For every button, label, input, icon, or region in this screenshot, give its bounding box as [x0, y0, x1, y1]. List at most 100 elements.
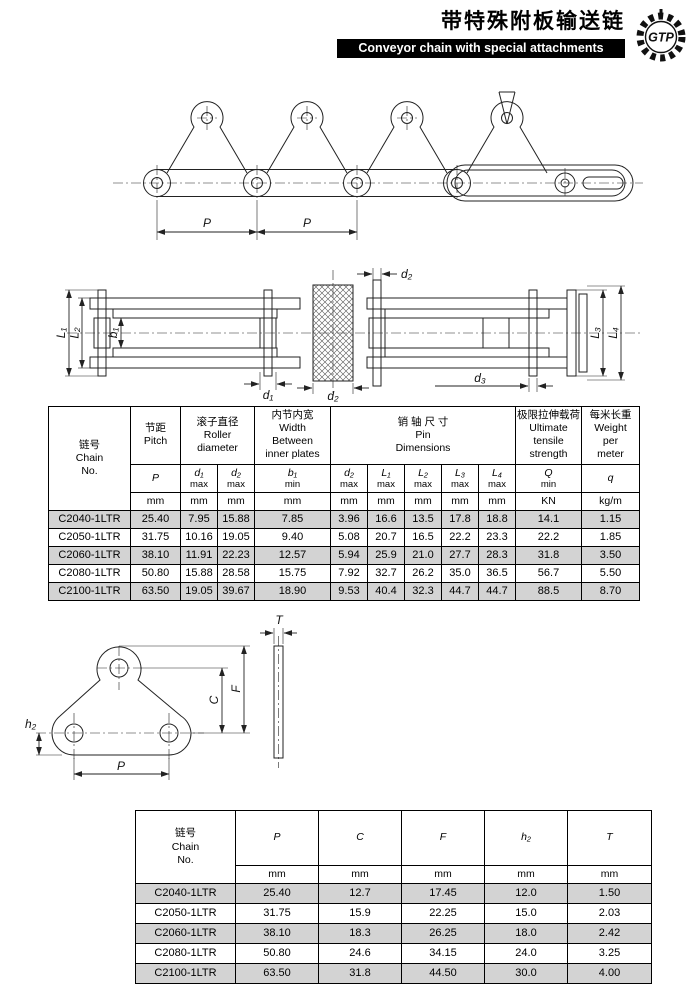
value-cell: 27.7 [441, 546, 479, 566]
value-cell: 17.8 [441, 510, 479, 530]
value-cell: 7.92 [330, 564, 368, 584]
value-cell: 19.05 [180, 582, 218, 602]
chain-no-cell: C2100-1LTR [48, 582, 131, 602]
value-cell: 30.0 [484, 963, 568, 985]
value-cell: 44.50 [401, 963, 485, 985]
gear-teeth-icon [636, 12, 686, 62]
value-cell: 14.1 [515, 510, 582, 530]
chain-no-cell: C2050-1LTR [48, 528, 131, 548]
value-cell: 88.5 [515, 582, 582, 602]
unit-cell: mm [441, 492, 479, 512]
chain-no-cell: C2080-1LTR [135, 943, 236, 965]
value-cell: 16.6 [367, 510, 405, 530]
value-cell: 35.0 [441, 564, 479, 584]
th-chain-no: 链号 Chain No. [48, 405, 131, 512]
outer-plate [89, 297, 301, 310]
unit-cell: KN [515, 492, 582, 512]
value-cell: 28.3 [478, 546, 516, 566]
unit-cell: mm [254, 492, 331, 512]
value-cell: 3.25 [567, 943, 652, 965]
value-cell: 24.6 [318, 943, 402, 965]
value-cell: 15.75 [254, 564, 331, 584]
th-F: F [401, 810, 485, 866]
value-cell: 16.5 [404, 528, 442, 548]
unit-cell: mm [217, 492, 255, 512]
pin [97, 289, 107, 377]
value-cell: 25.9 [367, 546, 405, 566]
page-title-chinese: 带特殊附板输送链 [441, 10, 625, 33]
value-cell: 15.0 [484, 903, 568, 925]
value-cell: 44.7 [441, 582, 479, 602]
dim-label-b1: b₁ [106, 328, 120, 339]
value-cell: 31.8 [515, 546, 582, 566]
link-plate [366, 101, 448, 174]
value-cell: 22.2 [515, 528, 582, 548]
value-cell: 1.85 [581, 528, 640, 548]
value-cell: 17.45 [401, 883, 485, 905]
drawing-chain-plan-view: d₂ L₁ L₂ b₁ L₃ L₄ d₁ d₂ d₃ [55, 267, 640, 402]
end-plate [566, 289, 577, 377]
unit-cell: mm [130, 492, 181, 512]
value-cell: 5.08 [330, 528, 368, 548]
unit-cell: mm [367, 492, 405, 512]
bushing [93, 317, 111, 349]
th-line: Chain [75, 452, 104, 465]
attachment-slot [582, 176, 624, 190]
value-cell: 31.75 [235, 903, 319, 925]
value-cell: 1.50 [567, 883, 652, 905]
chain-no-cell: C2080-1LTR [48, 564, 131, 584]
value-cell: 18.8 [478, 510, 516, 530]
unit-cell: mm [401, 864, 485, 885]
value-cell: 8.70 [581, 582, 640, 602]
chain-no-cell: C2100-1LTR [135, 963, 236, 985]
value-cell: 13.5 [404, 510, 442, 530]
value-cell: 7.95 [180, 510, 218, 530]
value-cell: 21.0 [404, 546, 442, 566]
pin [528, 289, 538, 377]
value-cell: 24.0 [484, 943, 568, 965]
value-cell: 50.80 [235, 943, 319, 965]
th-P: P [235, 810, 319, 866]
unit-cell: mm [484, 864, 568, 885]
value-cell: 15.88 [180, 564, 218, 584]
value-cell: 56.7 [515, 564, 582, 584]
gear-ring-icon [644, 20, 678, 54]
chain-no-cell: C2060-1LTR [135, 923, 236, 945]
unit-cell: kg/m [581, 492, 640, 512]
th-h2: h₂ [484, 810, 568, 866]
link-plate [466, 101, 548, 174]
dim-label-L4: L₄ [606, 327, 620, 339]
value-cell: 9.53 [330, 582, 368, 602]
dim-label-L2: L₂ [68, 327, 82, 339]
value-cell: 44.7 [478, 582, 516, 602]
pin [372, 279, 382, 387]
value-cell: 22.23 [217, 546, 255, 566]
th-chain-no: 链号 Chain No. [135, 809, 236, 885]
value-cell: 9.40 [254, 528, 331, 548]
chain-no-cell: C2060-1LTR [48, 546, 131, 566]
value-cell: 18.3 [318, 923, 402, 945]
unit-cell: mm [235, 864, 319, 885]
dim-label-F: F [229, 685, 243, 693]
